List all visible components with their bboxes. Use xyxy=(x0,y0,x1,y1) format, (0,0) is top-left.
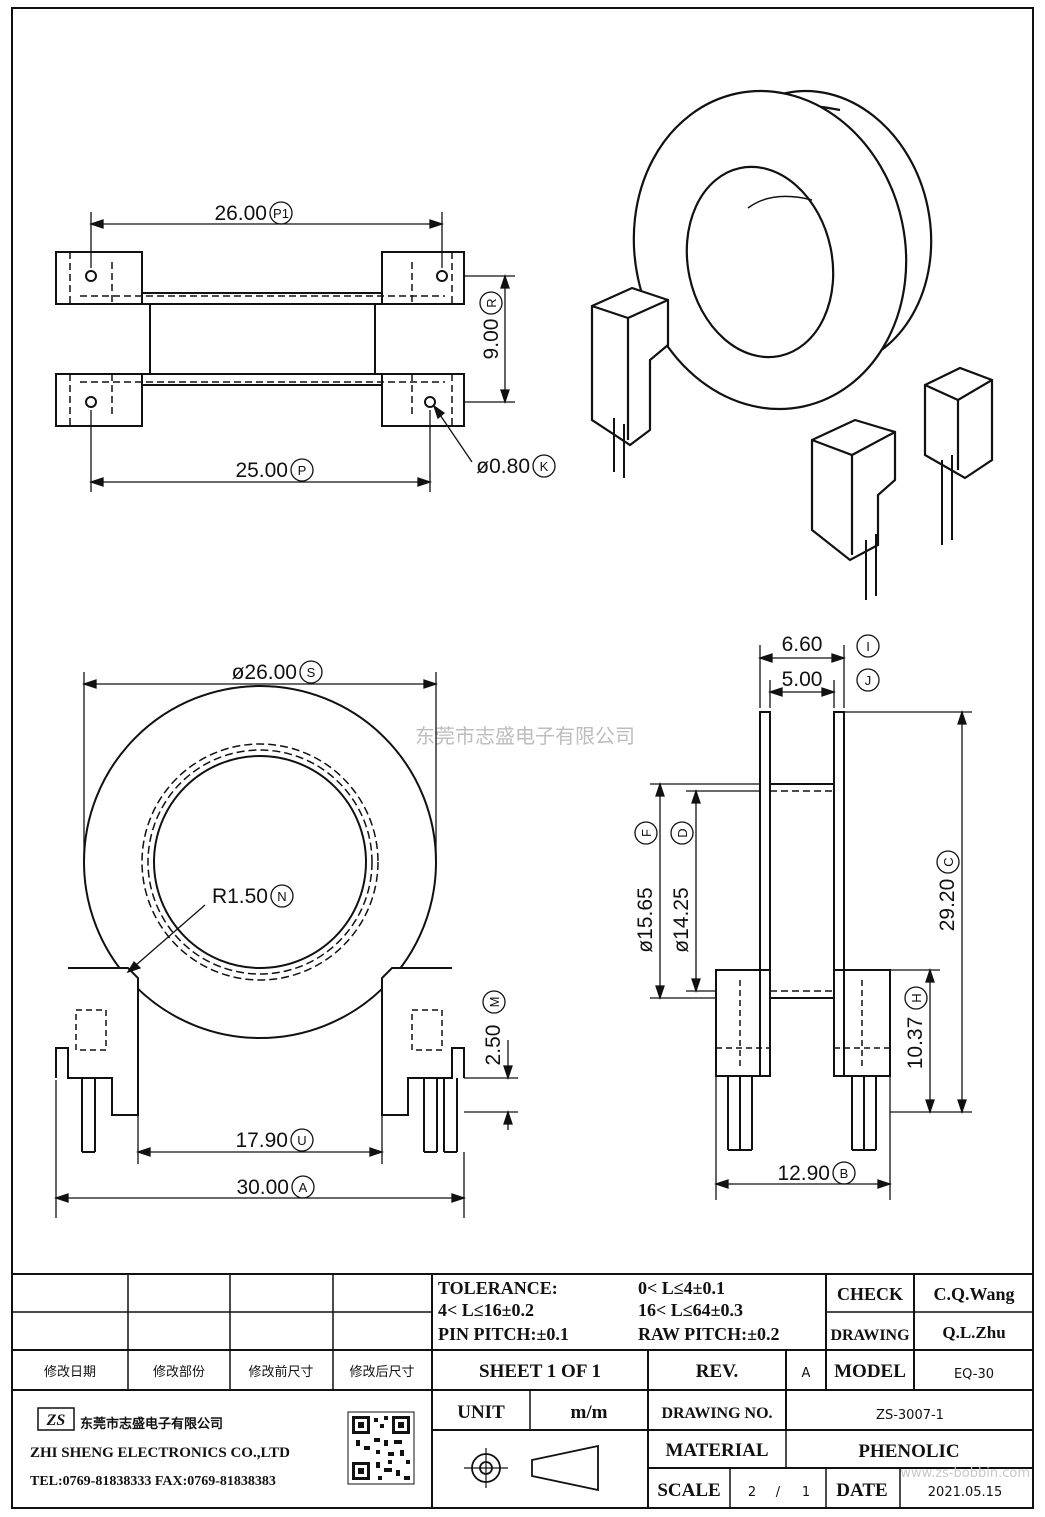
company-name-cn: 东莞市志盛电子有限公司 xyxy=(80,1416,223,1432)
dim-r-value: 9.00 xyxy=(480,319,503,360)
rev-header-before: 修改前尺寸 xyxy=(248,1364,313,1380)
model-label: MODEL xyxy=(834,1361,906,1382)
dim-b-tag: B xyxy=(832,1161,856,1185)
title-block-grid xyxy=(12,1273,1033,1508)
dim-p1-value: 26.00 xyxy=(214,202,267,225)
svg-text:C: C xyxy=(941,857,956,866)
material-value: PHENOLIC xyxy=(858,1441,959,1462)
svg-text:S: S xyxy=(307,665,316,680)
model-value: EQ-30 xyxy=(954,1367,994,1382)
tolerance-label: TOLERANCE: xyxy=(438,1278,558,1298)
sheet-count: SHEET 1 OF 1 xyxy=(479,1361,601,1382)
svg-text:D: D xyxy=(675,828,690,837)
dim-r-tag: R xyxy=(479,291,503,315)
qr-code xyxy=(347,1411,415,1485)
top-view-dimensions xyxy=(88,212,515,492)
dim-a-value: 30.00 xyxy=(236,1176,289,1199)
front-view xyxy=(55,685,465,1153)
company-name-en: ZHI SHENG ELECTRONICS CO.,LTD xyxy=(30,1445,290,1461)
top-view xyxy=(55,251,465,427)
sheet-border xyxy=(11,7,1034,1509)
scale-denominator: 1 xyxy=(802,1485,810,1500)
svg-text:N: N xyxy=(277,889,286,904)
watermark-url: www.zs-bobbin.com xyxy=(900,1466,1030,1481)
drawing-no-label: DRAWING NO. xyxy=(661,1405,772,1422)
tolerance-range-1: 0< L≤4±0.1 xyxy=(638,1278,725,1298)
dim-m-value: 2.50 xyxy=(482,1025,505,1066)
dim-m-tag: M xyxy=(482,990,506,1014)
svg-text:M: M xyxy=(487,997,502,1008)
unit-label: UNIT xyxy=(457,1402,505,1423)
front-view-dimensions xyxy=(53,672,518,1218)
side-view-dimensions xyxy=(650,645,972,1200)
raw-pitch: RAW PITCH:±0.2 xyxy=(638,1324,780,1344)
rev-value: A xyxy=(802,1366,811,1381)
dim-f-value: ø15.65 xyxy=(634,887,657,952)
dim-p-tag: P xyxy=(290,458,314,482)
svg-text:P: P xyxy=(298,463,307,478)
tolerance-range-3: 16< L≤64±0.3 xyxy=(638,1300,743,1320)
dim-u-tag: U xyxy=(290,1128,314,1152)
date-label: DATE xyxy=(836,1480,887,1501)
svg-text:H: H xyxy=(909,993,924,1002)
dim-i-tag: I xyxy=(856,634,880,658)
material-label: MATERIAL xyxy=(665,1440,768,1461)
unit-value: m/m xyxy=(571,1402,608,1423)
rev-header-part: 修改部份 xyxy=(153,1365,205,1380)
dim-f-tag: F xyxy=(634,821,658,845)
dim-i-value: 6.60 xyxy=(782,633,823,656)
scale-numerator: 2 xyxy=(748,1485,756,1500)
dim-j-tag: J xyxy=(856,668,880,692)
company-tel-fax: TEL:0769-81838333 FAX:0769-81838383 xyxy=(30,1474,276,1489)
svg-text:R: R xyxy=(484,298,499,307)
projection-symbol xyxy=(464,1444,599,1492)
svg-text:J: J xyxy=(865,673,872,688)
dim-k-tag: K xyxy=(532,454,556,478)
dim-j-value: 5.00 xyxy=(782,668,823,691)
scale-separator: / xyxy=(776,1485,781,1500)
rev-label: REV. xyxy=(696,1361,738,1382)
dim-a-tag: A xyxy=(291,1175,315,1199)
svg-text:U: U xyxy=(297,1133,306,1148)
check-value: C.Q.Wang xyxy=(933,1284,1014,1304)
svg-text:P1: P1 xyxy=(273,206,289,221)
drawing-label: DRAWING xyxy=(830,1327,910,1344)
dim-u-value: 17.90 xyxy=(235,1129,288,1152)
svg-text:A: A xyxy=(299,1180,308,1195)
company-logo: ZS xyxy=(37,1407,75,1431)
dim-d-tag: D xyxy=(670,821,694,845)
isometric-view xyxy=(590,89,994,600)
dim-s-tag: S xyxy=(299,660,323,684)
rev-header-after: 修改后尺寸 xyxy=(349,1365,414,1380)
dim-c-tag: C xyxy=(936,850,960,874)
rev-header-date: 修改日期 xyxy=(44,1365,96,1380)
dim-d-value: ø14.25 xyxy=(670,887,693,952)
dim-p-value: 25.00 xyxy=(235,459,288,482)
logo-text: ZS xyxy=(46,1412,66,1429)
scale-label: SCALE xyxy=(657,1480,720,1501)
svg-text:I: I xyxy=(866,639,870,654)
dim-s-value: ø26.00 xyxy=(232,661,297,684)
side-view xyxy=(715,711,891,1151)
pin-pitch: PIN PITCH:±0.1 xyxy=(438,1324,569,1344)
watermark-text: 东莞市志盛电子有限公司 xyxy=(415,725,635,748)
date-value: 2021.05.15 xyxy=(928,1485,1002,1500)
dim-h-tag: H xyxy=(904,986,928,1010)
drawing-value: Q.L.Zhu xyxy=(942,1323,1005,1342)
dim-b-value: 12.90 xyxy=(777,1162,830,1185)
svg-text:B: B xyxy=(840,1166,849,1181)
dim-n-value: R1.50 xyxy=(212,885,268,908)
svg-text:F: F xyxy=(639,829,654,837)
dim-n-tag: N xyxy=(270,884,294,908)
dim-c-value: 29.20 xyxy=(936,879,959,932)
svg-text:K: K xyxy=(540,459,549,474)
dim-h-value: 10.37 xyxy=(904,1017,927,1070)
dim-k-value: ø0.80 xyxy=(476,455,530,478)
dim-p1-tag: P1 xyxy=(269,201,293,225)
check-label: CHECK xyxy=(837,1284,903,1304)
tolerance-range-2: 4< L≤16±0.2 xyxy=(438,1300,534,1320)
drawing-no-value: ZS-3007-1 xyxy=(876,1408,944,1423)
